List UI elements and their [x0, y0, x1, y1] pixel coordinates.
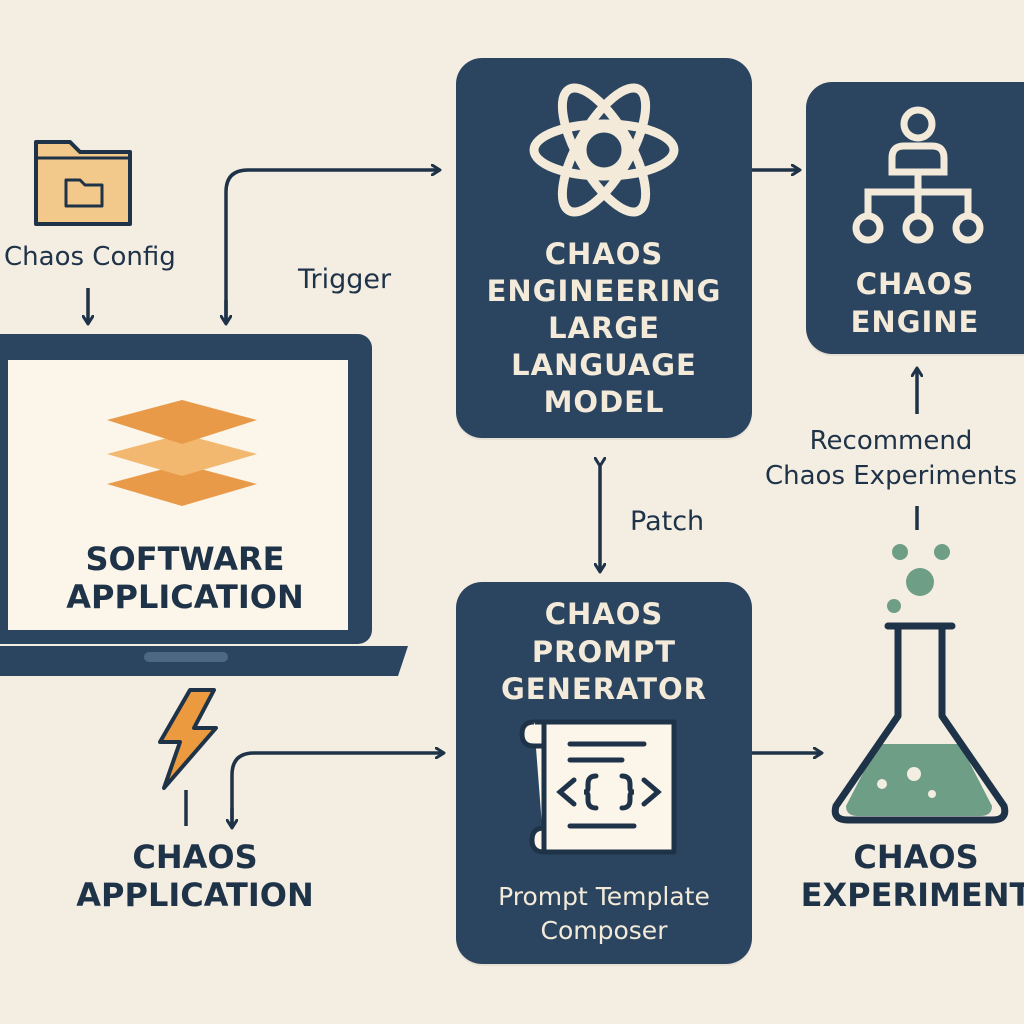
trigger-label: Trigger — [298, 264, 392, 295]
recommend-label: Recommend Chaos Experiments — [764, 426, 1018, 492]
llm-box: CHAOS ENGINEERING LARGE LANGUAGE MODEL — [456, 58, 752, 438]
code-scroll-icon — [519, 719, 677, 855]
flask-icon — [831, 544, 1009, 824]
config-label: Chaos Config — [4, 242, 176, 272]
app-title: SOFTWARE APPLICATION — [66, 540, 304, 617]
experiment-title: CHAOS EXPERIMENT — [800, 838, 1024, 915]
folder-icon — [34, 140, 132, 226]
generator-subtitle: Prompt Template Composer — [498, 882, 710, 945]
hierarchy-icon — [852, 106, 984, 244]
lightning-icon — [158, 688, 218, 790]
atom-icon — [529, 83, 679, 217]
arrow-trigger-up — [224, 170, 440, 322]
engine-box: CHAOS ENGINE — [806, 82, 1024, 354]
generator-box: CHAOS PROMPT GENERATOR Prompt Template C… — [456, 582, 752, 964]
arrow-chaosapp-to-generator — [230, 753, 444, 826]
llm-title: CHAOS ENGINEERING LARGE LANGUAGE MODEL — [486, 237, 722, 420]
app-laptop: SOFTWARE APPLICATION — [0, 330, 420, 690]
config-node — [30, 128, 140, 238]
layers-icon — [107, 400, 257, 506]
chaos-app-title: CHAOS APPLICATION — [76, 838, 314, 915]
patch-label: Patch — [630, 506, 705, 537]
engine-title: CHAOS ENGINE — [850, 267, 980, 339]
generator-title: CHAOS PROMPT GENERATOR — [501, 597, 707, 707]
laptop-icon — [0, 334, 408, 676]
